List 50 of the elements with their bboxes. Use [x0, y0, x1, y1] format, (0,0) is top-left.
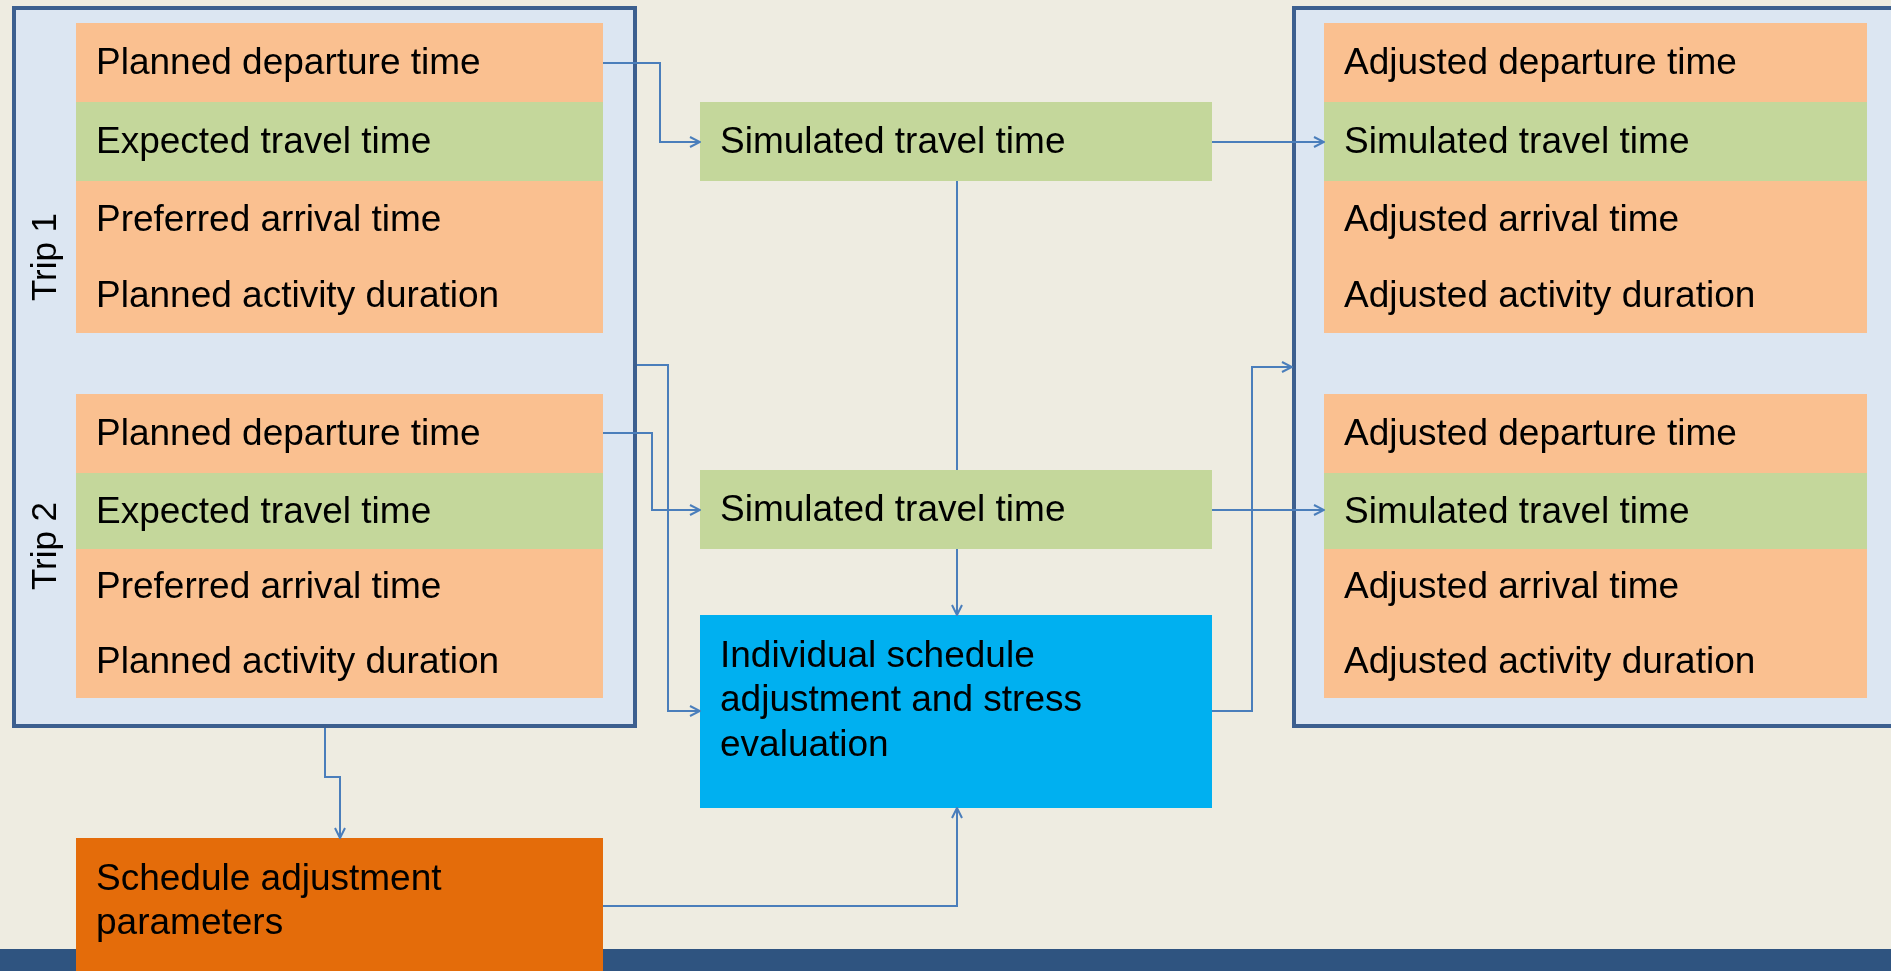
connector-line: [956, 180, 958, 471]
box-text: Adjusted activity duration: [1344, 272, 1757, 317]
box-text: Adjusted arrival time: [1344, 196, 1681, 241]
box-text: Simulated travel time: [720, 487, 1066, 532]
process-box: [1324, 102, 1867, 181]
box-text: Adjusted arrival time: [1344, 564, 1681, 609]
arrow: [324, 727, 346, 839]
arrow: [636, 364, 701, 717]
process-box: [1324, 473, 1867, 549]
arrow: [1211, 361, 1293, 712]
process-box: [76, 838, 603, 971]
process-box: [1324, 394, 1867, 473]
box-text: Planned departure time: [96, 40, 481, 85]
trip-label: Trip 1: [24, 212, 65, 302]
box-text: Adjusted departure time: [1344, 411, 1737, 456]
arrow: [1211, 504, 1325, 516]
container-box: [1292, 6, 1891, 728]
process-box: [1324, 23, 1867, 102]
box-text: Planned departure time: [96, 411, 481, 456]
box-text: Expected travel time: [96, 119, 432, 164]
process-box: [1324, 181, 1867, 333]
box-text: Adjusted departure time: [1344, 40, 1737, 85]
box-text: Expected travel time: [96, 488, 432, 533]
box-text: Simulated travel time: [1344, 119, 1690, 164]
process-box: [76, 181, 603, 333]
box-text: Preferred arrival time: [96, 196, 443, 241]
process-box: [76, 23, 603, 102]
box-text: Individual schedule adjustment and stress evaluation: [720, 633, 1083, 766]
process-box: [76, 394, 603, 473]
trip-label: Trip 2: [24, 501, 65, 591]
process-box: [1324, 549, 1867, 698]
box-text: Planned activity duration: [96, 638, 501, 683]
arrow: [602, 62, 701, 148]
box-text: Adjusted activity duration: [1344, 638, 1757, 683]
arrow: [602, 807, 963, 907]
box-text: Simulated travel time: [720, 119, 1066, 164]
process-box: [700, 470, 1212, 549]
box-text: Schedule adjustment parameters: [96, 856, 443, 945]
process-box: [700, 102, 1212, 181]
arrow: [1211, 136, 1325, 148]
process-box: [76, 102, 603, 181]
box-text: Preferred arrival time: [96, 564, 443, 609]
box-text: Planned activity duration: [96, 272, 501, 317]
arrow: [951, 548, 963, 616]
container-box: [12, 6, 637, 728]
process-box: [76, 549, 603, 698]
process-box: [700, 615, 1212, 808]
arrow: [602, 432, 701, 516]
process-box: [76, 473, 603, 549]
box-text: Simulated travel time: [1344, 488, 1690, 533]
